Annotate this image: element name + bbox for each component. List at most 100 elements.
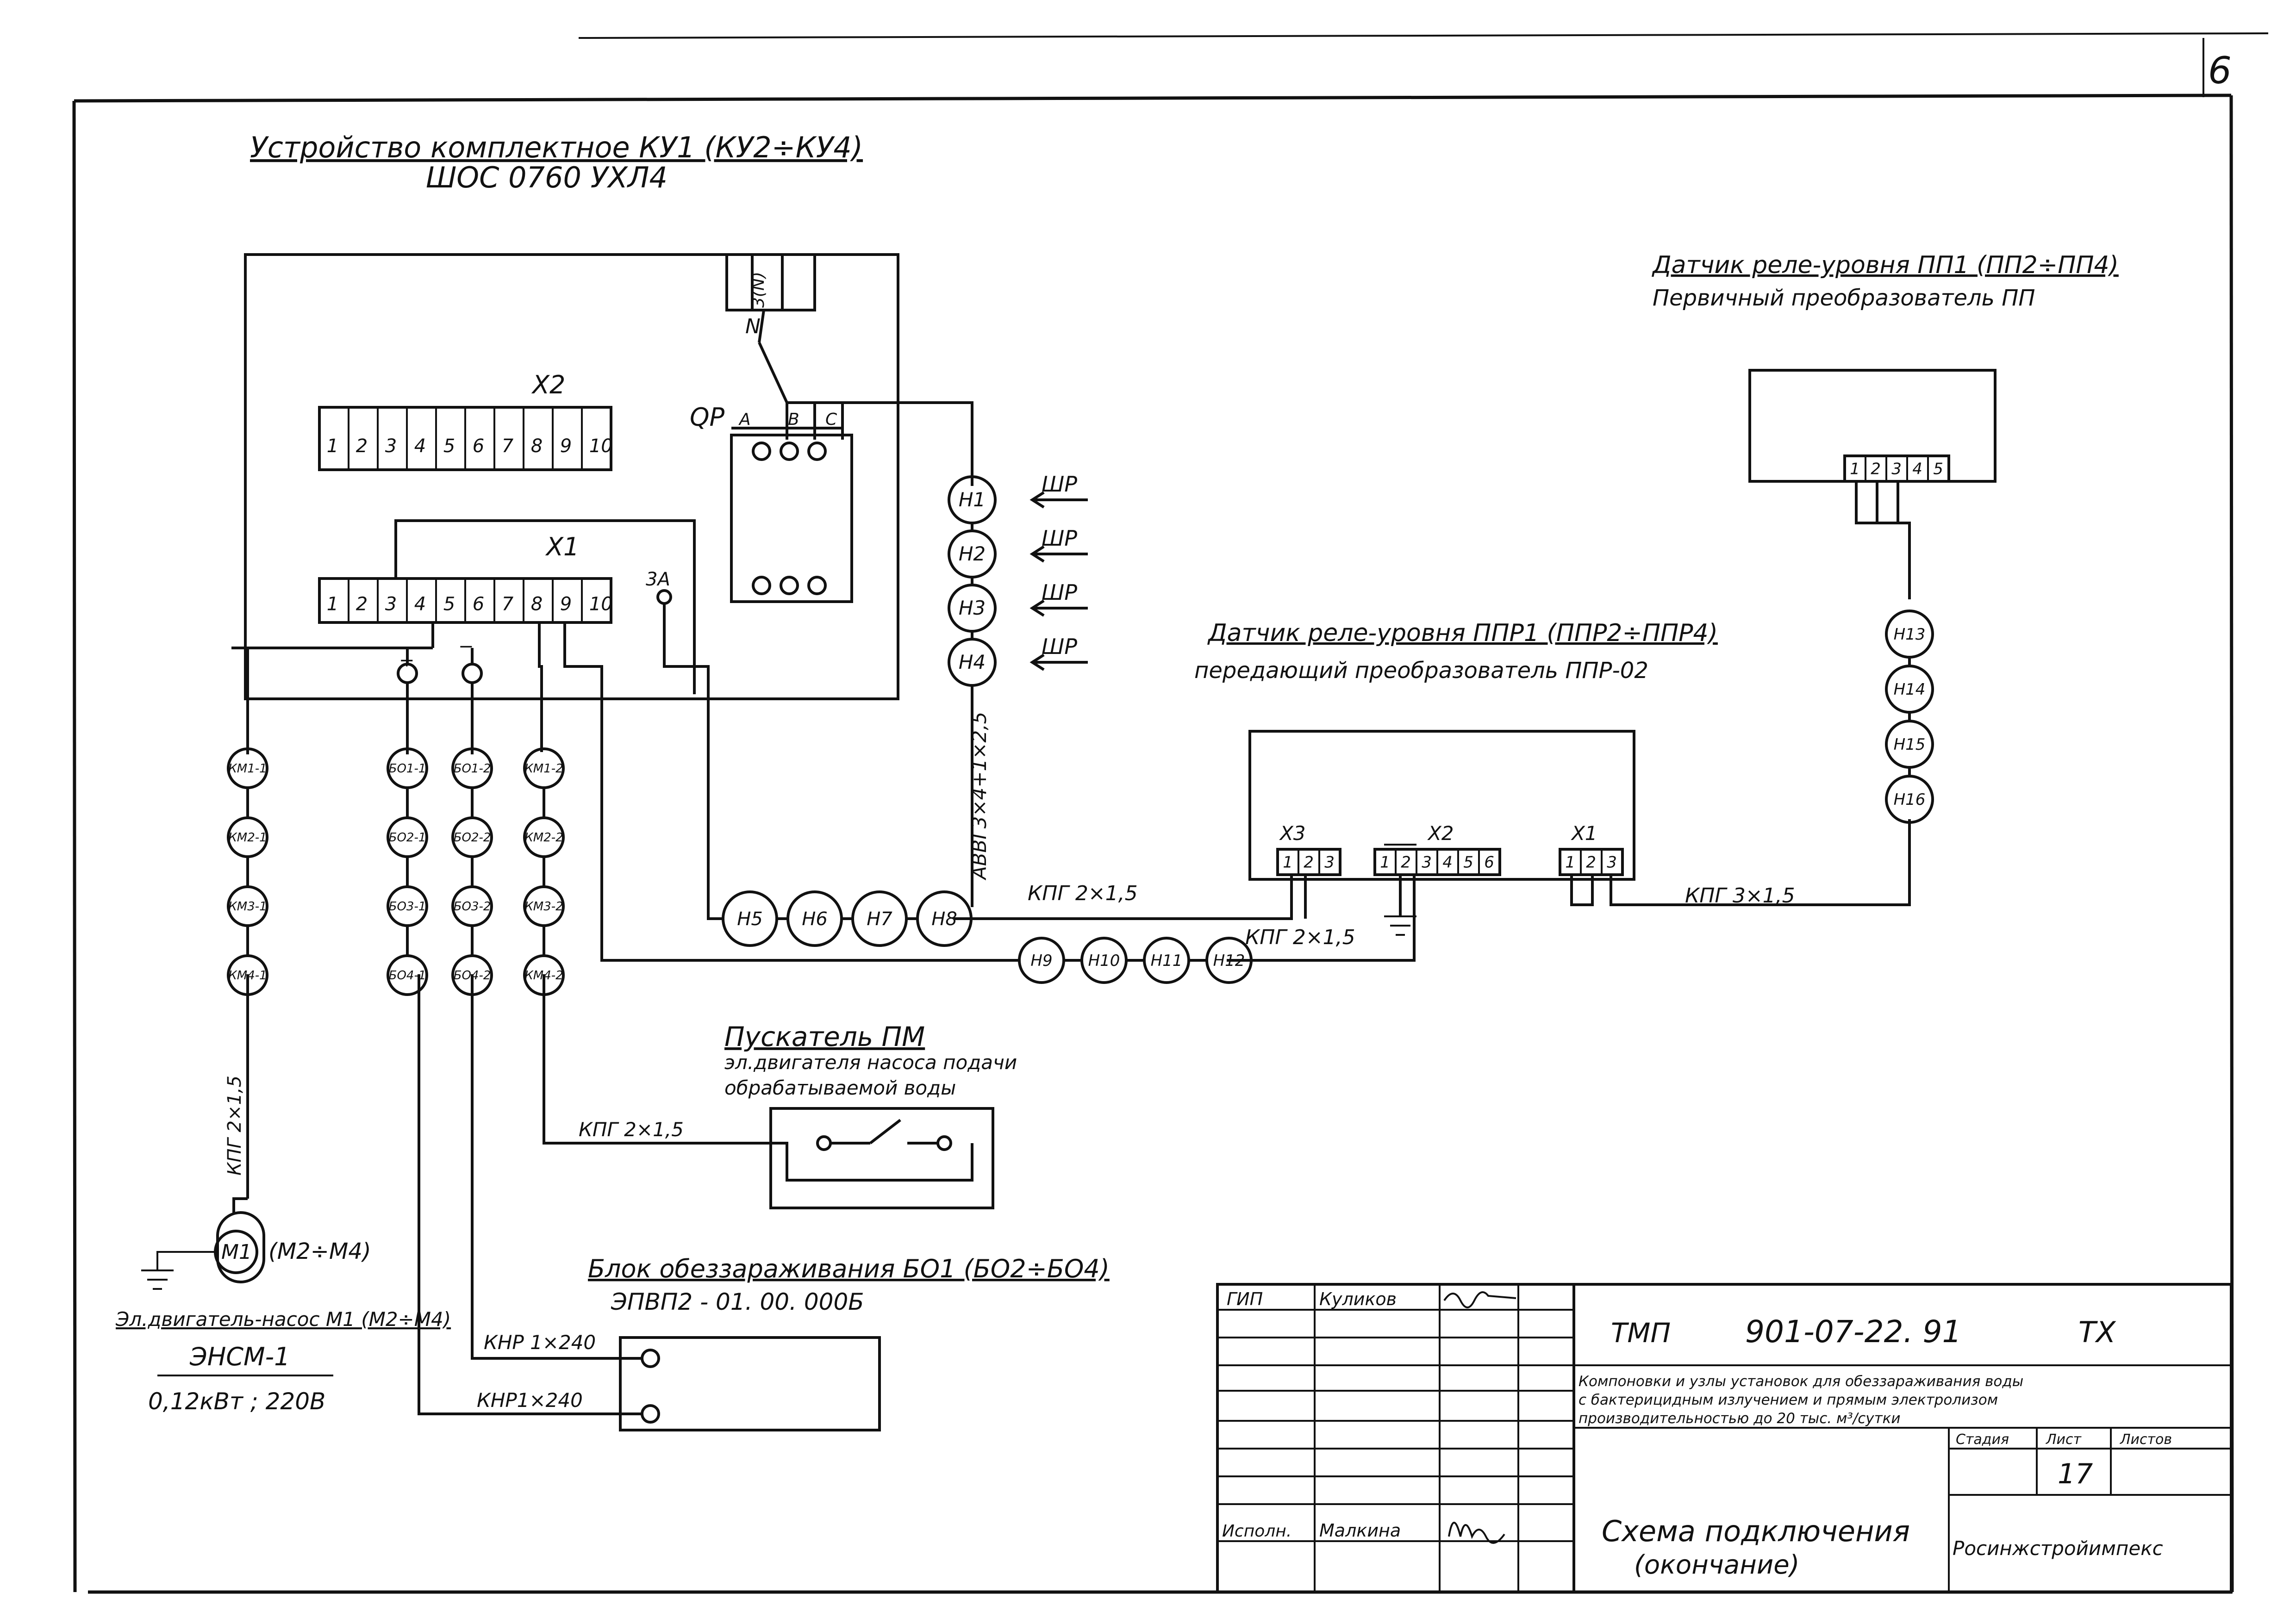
ppr-x3-label: X3 [1279, 822, 1306, 845]
gip-role: ГИП [1227, 1289, 1263, 1309]
x2-terminal-4: 4 [414, 436, 426, 457]
qp-phase-c: C [825, 410, 837, 429]
motor-spec: 0,12кВт ; 220В [148, 1388, 325, 1415]
ppr-x2-label: X2 [1427, 822, 1454, 845]
feed-arrowhead [1029, 599, 1045, 617]
ku-subtitle: ШОС 0760 УХЛ4 [426, 161, 668, 194]
ppr-x3-terminal-3: 3 [1324, 853, 1335, 872]
bo1-node [387, 954, 428, 996]
x2-terminal-6: 6 [473, 436, 484, 457]
ppr-x2-terminal-6: 6 [1484, 853, 1494, 872]
code-suffix: ТХ [2078, 1315, 2116, 1349]
starter-line2: обрабатываемой воды [724, 1076, 956, 1099]
km2-label: КМ2-2 [524, 831, 563, 845]
cable-kpg-b: КПГ 2×1,5 [1245, 926, 1355, 949]
x1-terminal-7: 7 [502, 593, 514, 615]
right-label: H15 [1894, 735, 1926, 754]
mid2-label: H9 [1030, 952, 1052, 970]
starter-line1: эл.двигателя насоса подачи [724, 1051, 1017, 1074]
organization: Росинжстройимпекс [1953, 1537, 2163, 1560]
x1-terminal-2: 2 [356, 593, 368, 615]
starter-title: Пускатель ПМ [724, 1021, 925, 1052]
ppr-subtitle: передающий преобразователь ППР-02 [1194, 658, 1648, 684]
motor-cable-label: КПГ 2×1,5 [224, 1076, 245, 1176]
km1-label: КМ3-1 [228, 900, 267, 914]
n-label: N [745, 315, 761, 338]
isp-role: Исполн. [1222, 1522, 1292, 1541]
right-label: H13 [1894, 625, 1926, 644]
signature-malkina [1448, 1522, 1505, 1544]
ku-title: Устройство комплектное КУ1 (КУ2÷КУ4) [250, 131, 863, 164]
drawing-code: 901-07-22. 91 [1745, 1314, 1962, 1350]
col-stage: Стадия [1956, 1431, 2009, 1448]
feed-label: H4 [959, 651, 986, 673]
disinfection-subtitle: ЭПВП2 - 01. 00. 000Б [611, 1288, 864, 1315]
bo1-label: БО2-1 [389, 831, 426, 845]
cable-knr-2: КНР1×240 [477, 1389, 583, 1412]
sheet-value: 17 [2058, 1458, 2093, 1490]
ppr-x3-frame [1276, 848, 1341, 876]
ppr-box [1248, 730, 1635, 881]
feed-cable-label: АВВГ3×4+1×2,5 [968, 712, 991, 881]
x1-label: X1 [545, 532, 579, 561]
x1-terminal-3: 3 [385, 593, 397, 615]
pp-subtitle: Первичный преобразователь ПП [1653, 285, 2035, 311]
ppr-x2-terminal-4: 4 [1442, 853, 1453, 872]
col-sheets: Листов [2120, 1431, 2172, 1448]
feed-source: ШР [1042, 526, 1077, 551]
mid2-label: H10 [1088, 952, 1120, 970]
cable-knr-1: КНР 1×240 [484, 1331, 596, 1354]
x1-terminal-10: 10 [589, 593, 613, 615]
ppr-x2-terminal-2: 2 [1401, 853, 1411, 872]
qp-phase-a: A [738, 410, 751, 429]
feed-arrowhead [1029, 491, 1045, 509]
right-node [1885, 775, 1934, 824]
mid1-label: H5 [737, 908, 763, 930]
ppr-x1-terminal-1: 1 [1565, 853, 1575, 872]
ppr-x3-terminal-1: 1 [1283, 853, 1293, 872]
code-prefix: ТМП [1611, 1317, 1671, 1349]
ppr-x1-terminal-2: 2 [1586, 853, 1596, 872]
x1-terminal-6: 6 [473, 593, 484, 615]
x2-terminal-7: 7 [502, 436, 514, 457]
cable-kpg-c: КПГ 3×1,5 [1685, 884, 1795, 908]
pp-terminal-1: 1 [1850, 460, 1860, 479]
pp-title: Датчик реле-уровня ПП1 (ПП2÷ПП4) [1652, 251, 2119, 279]
cable-kpg-a: КПГ 2×1,5 [1028, 882, 1138, 905]
bo1-label: БО4-1 [389, 969, 426, 983]
motor-range: (M2÷M4) [268, 1238, 371, 1264]
pp-terminal-3: 3 [1891, 460, 1902, 479]
x1-terminal-4: 4 [414, 593, 426, 615]
bo2-label: БО1-2 [454, 762, 491, 776]
x2-terminal-1: 1 [327, 436, 338, 457]
x2-label: X2 [531, 370, 565, 399]
title-block [1216, 1283, 2233, 1593]
ppr-x2-terminal-5: 5 [1463, 853, 1473, 872]
qp-label: QP [690, 403, 725, 432]
motor-label: M1 [221, 1240, 252, 1264]
disinfection-title: Блок обеззараживания БО1 (БО2÷БО4) [588, 1254, 1110, 1283]
isp-name: Малкина [1319, 1520, 1401, 1541]
pp-terminal-5: 5 [1933, 460, 1943, 479]
km2-label: КМ3-2 [524, 900, 563, 914]
ppr-x1-terminal-3: 3 [1607, 853, 1617, 872]
desc-line-3: производительностью до 20 тыс. м³/сутки [1578, 1410, 1901, 1427]
cable-kpg-starter: КПГ 2×1,5 [579, 1118, 684, 1141]
x1-terminal-5: 5 [443, 593, 455, 615]
mid1-label: H8 [931, 908, 957, 930]
x2-terminal-9: 9 [560, 436, 572, 457]
x2-terminal-10: 10 [589, 436, 613, 457]
x1-terminal-8: 8 [531, 593, 543, 615]
feed-label: H2 [959, 542, 986, 565]
ppr-title: Датчик реле-уровня ППР1 (ППР2÷ППР4) [1207, 619, 1718, 647]
feed-arrowhead [1029, 545, 1045, 563]
desc-line-1: Компоновки и узлы установок для обеззара… [1578, 1373, 2023, 1390]
a3-label: 3A [646, 569, 670, 590]
mid1-label: H7 [867, 908, 892, 930]
